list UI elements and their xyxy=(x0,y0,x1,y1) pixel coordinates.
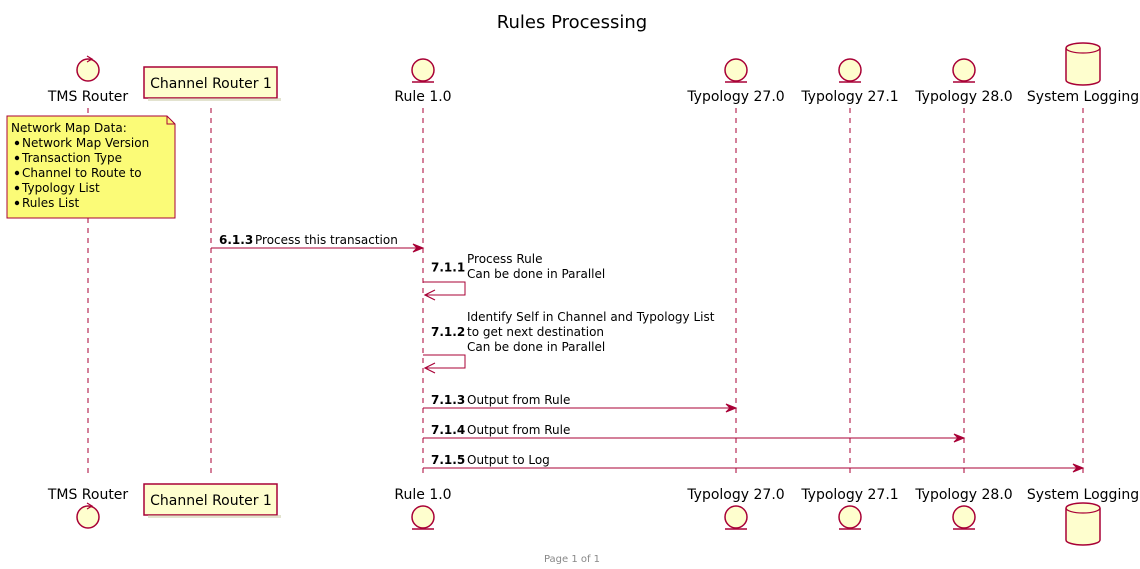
message-text: Output from Rule xyxy=(467,423,570,437)
note-item: Transaction Type xyxy=(21,151,122,165)
note-fold xyxy=(166,116,175,125)
message-number: 7.1.5 xyxy=(431,453,465,467)
participant-rule-top: Rule 1.0 xyxy=(394,58,452,105)
self-arrow-line xyxy=(423,281,466,296)
arrow-head xyxy=(412,243,425,253)
control-arrow xyxy=(86,502,94,510)
participant-tms-top: TMS Router xyxy=(47,55,129,105)
message-text: Process Rule xyxy=(467,252,542,266)
message-number: 6.1.3 xyxy=(219,233,253,247)
participant-t270-top: Typology 27.0 xyxy=(686,58,785,105)
message-text: Output from Rule xyxy=(467,393,570,407)
database-rim xyxy=(1065,47,1101,54)
entity-icon xyxy=(838,58,862,82)
participant-label: Typology 27.0 xyxy=(686,89,784,105)
participant-label: System Logging xyxy=(1027,89,1139,105)
message-text: Can be done in Parallel xyxy=(467,267,605,281)
participant-label: Typology 27.1 xyxy=(800,487,898,503)
message-text: Output to Log xyxy=(467,453,550,467)
participant-label: Channel Router 1 xyxy=(150,493,272,509)
lifelines xyxy=(87,108,1084,478)
control-icon xyxy=(76,505,100,529)
note-item: Channel to Route to xyxy=(22,166,142,180)
message-number: 7.1.3 xyxy=(431,393,465,407)
message-text: Process this transaction xyxy=(255,233,398,247)
bullet-icon xyxy=(14,185,20,191)
participant-label: System Logging xyxy=(1027,487,1139,503)
participant-label: Typology 28.0 xyxy=(914,487,1012,503)
entity-icon xyxy=(411,58,435,82)
message-number: 7.1.2 xyxy=(431,325,465,339)
participant-ch1-bottom: Channel Router 1 xyxy=(143,483,281,518)
note-item: Typology List xyxy=(21,181,100,195)
message-text: to get next destination xyxy=(467,325,604,339)
network-map-note: Network Map Data:Network Map VersionTran… xyxy=(6,115,176,219)
note-item: Network Map Version xyxy=(22,136,149,150)
message-number: 7.1.1 xyxy=(431,261,465,275)
control-arrow xyxy=(86,55,94,63)
note-title: Network Map Data: xyxy=(11,121,127,135)
message-number: 7.1.4 xyxy=(431,423,465,437)
message-text: Identify Self in Channel and Typology Li… xyxy=(467,310,715,324)
participant-label: Typology 28.0 xyxy=(914,89,1012,105)
bullet-icon xyxy=(14,200,20,206)
participant-t271-top: Typology 27.1 xyxy=(800,58,899,105)
entity-icon xyxy=(411,505,435,529)
participant-rule-bottom: Rule 1.0 xyxy=(394,487,452,530)
participant-label: Typology 27.0 xyxy=(686,487,784,503)
message-text: Can be done in Parallel xyxy=(467,340,605,354)
participant-label: TMS Router xyxy=(47,487,129,503)
note-body xyxy=(6,115,176,219)
entity-icon xyxy=(952,58,976,82)
control-icon xyxy=(76,58,100,82)
database-icon xyxy=(1065,502,1101,546)
arrow-head xyxy=(725,403,738,413)
page-footer: Page 1 of 1 xyxy=(544,554,600,565)
participant-t271-bottom: Typology 27.1 xyxy=(800,487,899,530)
participant-tms-bottom: TMS Router xyxy=(47,487,129,529)
participant-label: Rule 1.0 xyxy=(394,487,451,503)
database-icon xyxy=(1065,42,1101,86)
box-shadow xyxy=(148,98,281,101)
entity-icon xyxy=(724,58,748,82)
participant-t280-bottom: Typology 28.0 xyxy=(914,487,1013,530)
entity-icon xyxy=(952,505,976,529)
self-arrow-line xyxy=(423,354,466,369)
entity-icon xyxy=(724,505,748,529)
diagram-title: Rules Processing xyxy=(497,12,647,33)
participant-ch1-top: Channel Router 1 xyxy=(143,66,281,101)
participant-box xyxy=(143,483,278,516)
arrow-head xyxy=(423,362,436,374)
participant-label: TMS Router xyxy=(47,89,129,105)
box-shadow xyxy=(148,515,281,518)
bullet-icon xyxy=(14,140,20,146)
participant-t280-top: Typology 28.0 xyxy=(914,58,1013,105)
database-rim xyxy=(1065,507,1101,514)
arrow-head xyxy=(423,289,436,301)
participant-label: Rule 1.0 xyxy=(394,89,451,105)
bullet-icon xyxy=(14,155,20,161)
participant-label: Typology 27.1 xyxy=(800,89,898,105)
arrow-head xyxy=(1072,463,1085,473)
arrow-head xyxy=(953,433,966,443)
participant-log-bottom: System Logging xyxy=(1027,487,1139,546)
participant-label: Channel Router 1 xyxy=(150,76,272,92)
entity-icon xyxy=(838,505,862,529)
participant-log-top: System Logging xyxy=(1027,42,1139,105)
note-item: Rules List xyxy=(22,196,79,210)
bullet-icon xyxy=(14,170,20,176)
participant-t270-bottom: Typology 27.0 xyxy=(686,487,785,530)
